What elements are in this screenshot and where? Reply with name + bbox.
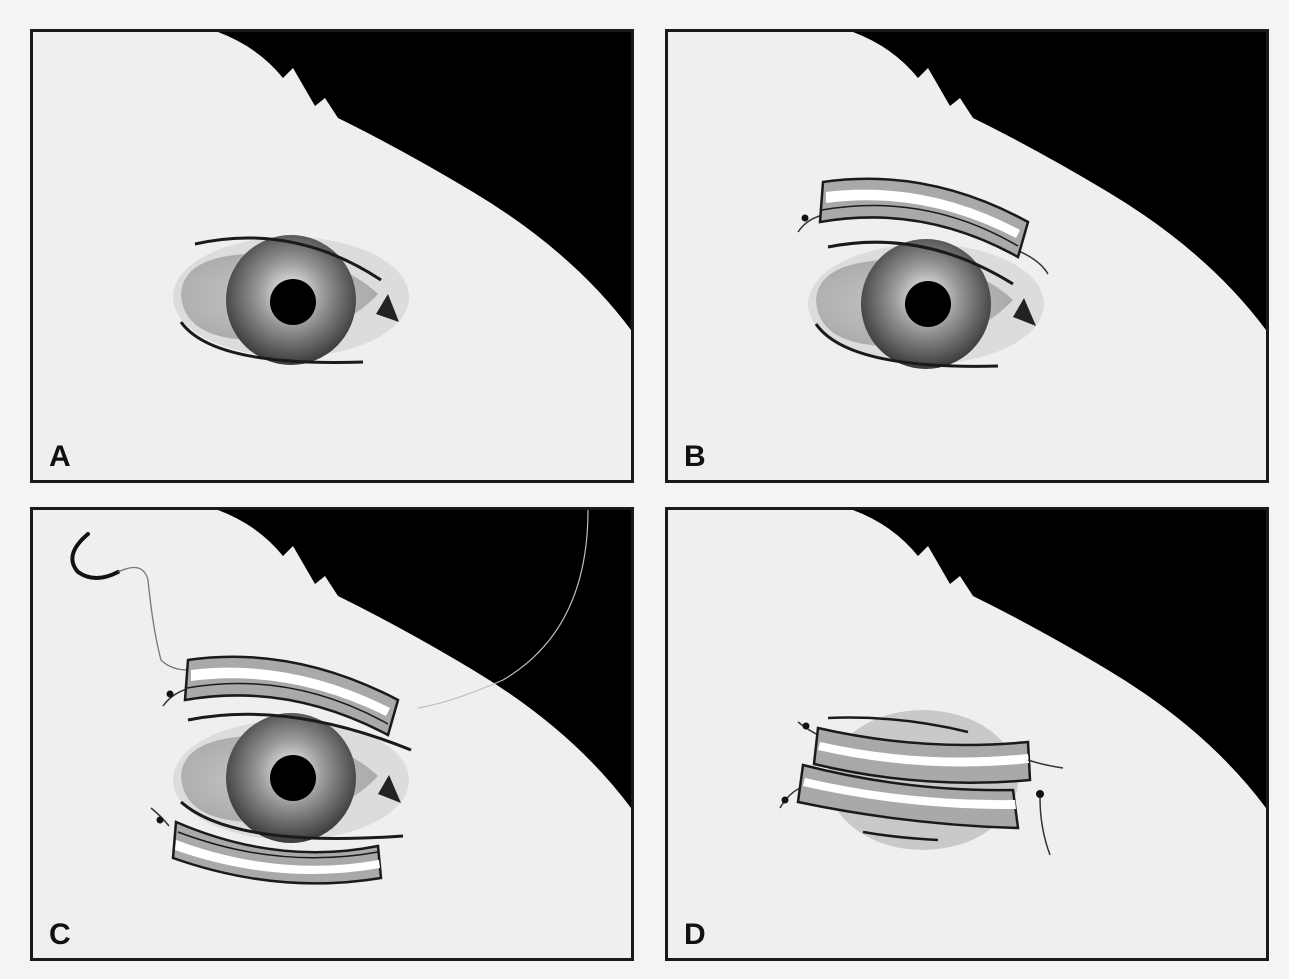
suture-knot [802,215,809,222]
tie-thread-bottom [1040,798,1050,855]
panel-label-b: B [684,442,706,472]
tie-thread-top [1028,760,1063,768]
panel-c-illustration [33,510,631,958]
panel-c: C [30,507,634,961]
panel-b-illustration [668,32,1266,480]
tie-knot [1036,790,1044,798]
suture-knot-upper [803,723,810,730]
panel-d-illustration [668,510,1266,958]
suture-knot-lower [157,817,164,824]
panel-a: A [30,29,634,483]
pupil [270,279,316,325]
panel-a-illustration [33,32,631,480]
pupil [905,281,951,327]
panel-label-c: C [49,920,71,950]
pupil [270,755,316,801]
panel-label-a: A [49,442,71,472]
needle-thread [118,568,188,671]
suture-knot-upper [167,691,174,698]
panel-label-d: D [684,920,706,950]
panel-d: D [665,507,1269,961]
panel-b: B [665,29,1269,483]
curved-needle [72,534,118,578]
suture-knot-lower [782,797,789,804]
